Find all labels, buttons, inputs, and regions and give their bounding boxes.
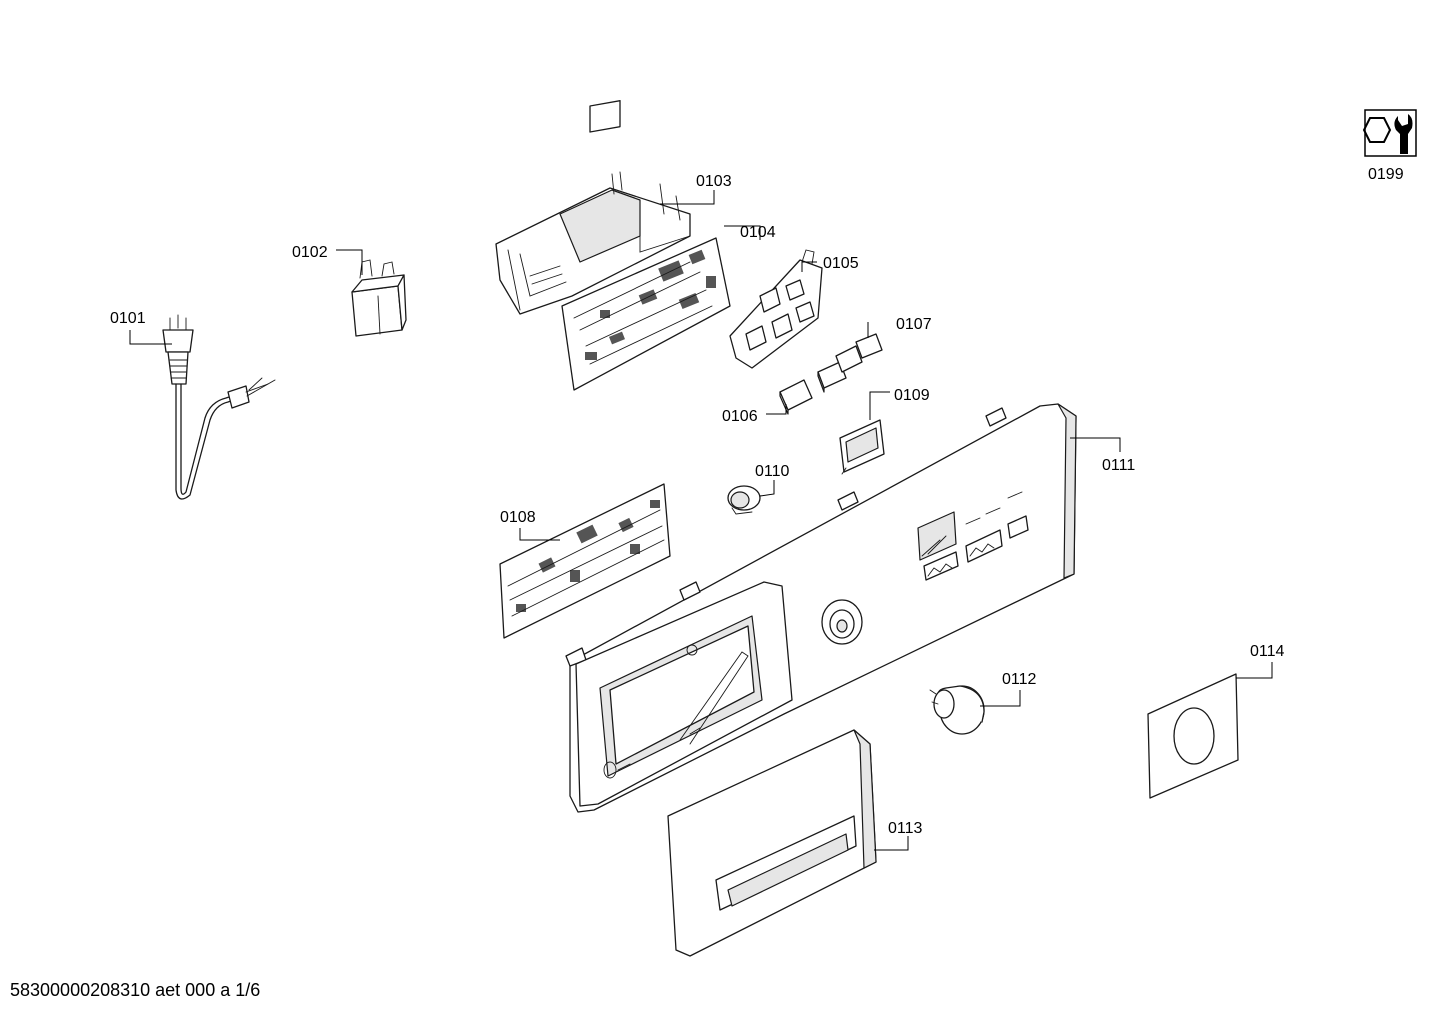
part-0105-key-holder[interactable] [729, 249, 823, 369]
callout-0113: 0113 [888, 820, 923, 837]
callout-0107: 0107 [896, 316, 932, 333]
callout-0114: 0114 [1250, 643, 1285, 660]
part-0106-push-buttons[interactable] [779, 361, 847, 415]
part-0102-interference-filter[interactable] [351, 259, 407, 337]
callout-0104: 0104 [740, 224, 776, 241]
callout-labels: 0101 0102 0103 0104 0105 0106 0107 0108 … [110, 166, 1404, 837]
part-0103-module-housing[interactable] [495, 100, 691, 315]
part-0109-display-window[interactable] [839, 419, 885, 475]
callout-0101: 0101 [110, 310, 146, 327]
part-0101-power-cord[interactable] [162, 314, 276, 500]
leader-lines [129, 190, 1273, 851]
callout-0106: 0106 [722, 408, 758, 425]
part-0110-light-guide[interactable] [727, 485, 761, 515]
callout-0110: 0110 [755, 463, 790, 480]
callout-0112: 0112 [1002, 671, 1037, 688]
part-0107-push-buttons[interactable] [835, 333, 883, 373]
document-footer: 58300000208310 aet 000 a 1/6 [10, 980, 261, 1000]
service-wrench-icon [1362, 109, 1417, 157]
part-0112-program-knob[interactable] [929, 685, 985, 735]
callout-0105: 0105 [823, 255, 859, 272]
part-0114-sticker[interactable] [1147, 673, 1239, 799]
part-0113-drawer-handle[interactable] [667, 729, 877, 957]
part-0104-main-pcb[interactable] [561, 237, 731, 391]
part-0111-fascia-panel[interactable] [565, 403, 1077, 813]
callout-0199: 0199 [1368, 166, 1404, 183]
callout-0111: 0111 [1102, 457, 1135, 474]
callout-0103: 0103 [696, 173, 732, 190]
callout-0102: 0102 [292, 244, 328, 261]
part-0108-display-pcb[interactable] [499, 483, 671, 639]
callout-0109: 0109 [894, 387, 930, 404]
callout-0108: 0108 [500, 509, 536, 526]
